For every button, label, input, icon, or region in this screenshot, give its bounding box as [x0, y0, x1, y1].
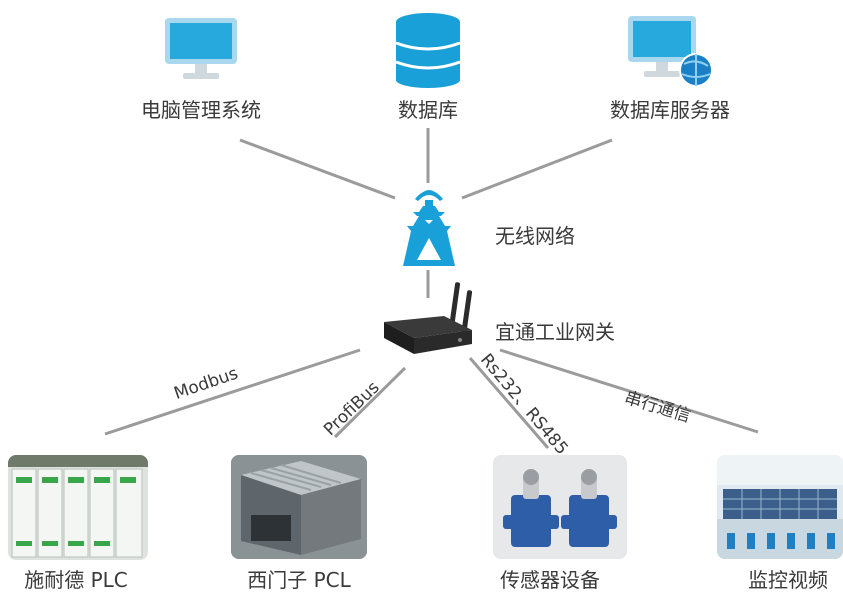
router-icon	[384, 282, 473, 354]
monitor-icon	[165, 18, 237, 79]
sensor-photo	[493, 455, 627, 559]
schneider-label: 施耐德 PLC	[24, 568, 128, 592]
monitor-room-photo	[717, 455, 843, 559]
siemens-photo	[231, 455, 367, 559]
tower-icon	[403, 190, 455, 266]
monitor-label: 监控视频	[748, 568, 828, 592]
link-rs	[468, 357, 550, 449]
schneider-plc-photo	[8, 455, 148, 560]
link-pc	[239, 138, 396, 200]
database-label: 数据库	[398, 98, 458, 122]
wireless-label: 无线网络	[495, 224, 575, 248]
server-monitor-icon	[628, 16, 713, 87]
pc-label: 电脑管理系统	[141, 98, 261, 122]
gateway-label: 宜通工业网关	[495, 320, 615, 344]
link-db-server	[461, 138, 613, 200]
link-profibus	[333, 366, 407, 439]
link-serial	[499, 348, 759, 434]
db-server-label: 数据库服务器	[610, 98, 730, 122]
siemens-label: 西门子 PCL	[247, 568, 351, 592]
link-modbus	[104, 348, 361, 436]
database-icon	[395, 13, 461, 88]
sensor-label: 传感器设备	[500, 568, 600, 592]
